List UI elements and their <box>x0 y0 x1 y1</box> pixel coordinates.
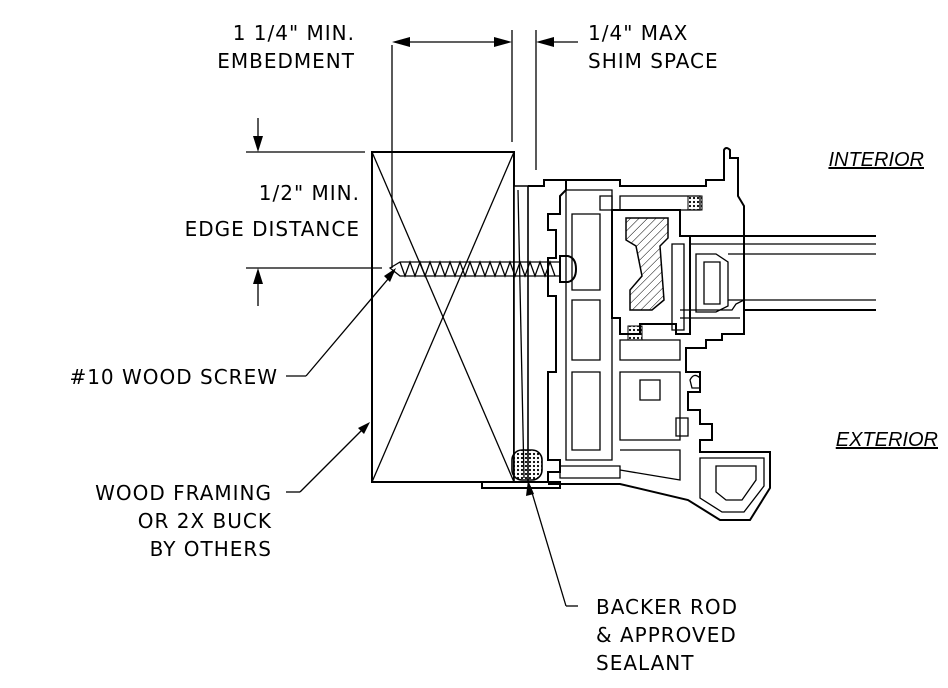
backer-rod-leader <box>526 480 578 607</box>
edge-distance-label: 1/2" MIN. EDGE DISTANCE <box>185 181 360 241</box>
shim-dimension <box>535 30 578 170</box>
window-frame-profile <box>528 147 771 521</box>
wood-framing-label-line-2: OR 2X BUCK <box>138 509 272 533</box>
interior-label: INTERIOR <box>828 149 924 171</box>
edge-distance-dimension <box>246 118 382 306</box>
backer-rod <box>511 449 543 481</box>
backer-rod-label-line-1: BACKER ROD <box>596 595 738 619</box>
embedment-label-line-2: EMBEDMENT <box>217 49 355 73</box>
shim-label-line-2: SHIM SPACE <box>588 49 719 73</box>
glazing-unit <box>690 235 876 311</box>
edge-distance-label-line-1: 1/2" MIN. <box>259 181 360 205</box>
wood-framing-label: WOOD FRAMING OR 2X BUCK BY OTHERS <box>95 481 272 561</box>
shim <box>513 185 529 483</box>
shim-label-line-1: 1/4" MAX <box>588 21 688 45</box>
exterior-label: EXTERIOR <box>836 429 938 451</box>
sill-flashing <box>481 481 561 489</box>
wood-screw-label: #10 WOOD SCREW <box>69 365 278 389</box>
edge-distance-label-line-2: EDGE DISTANCE <box>185 217 360 241</box>
wood-framing-block <box>371 151 515 483</box>
backer-rod-label-line-3: SEALANT <box>596 651 694 675</box>
framing-leader <box>286 422 370 493</box>
backer-rod-label-line-2: & APPROVED <box>596 623 737 647</box>
backer-rod-label: BACKER ROD & APPROVED SEALANT <box>596 595 738 675</box>
wood-framing-label-line-1: WOOD FRAMING <box>95 481 272 505</box>
wood-screw <box>388 255 578 283</box>
shim-label: 1/4" MAX SHIM SPACE <box>588 21 719 73</box>
wood-framing-label-line-3: BY OTHERS <box>150 537 272 561</box>
embedment-label-line-1: 1 1/4" MIN. <box>233 21 355 45</box>
embedment-dimension <box>391 30 513 268</box>
screw-leader <box>286 268 396 377</box>
embedment-label: 1 1/4" MIN. EMBEDMENT <box>217 21 355 73</box>
